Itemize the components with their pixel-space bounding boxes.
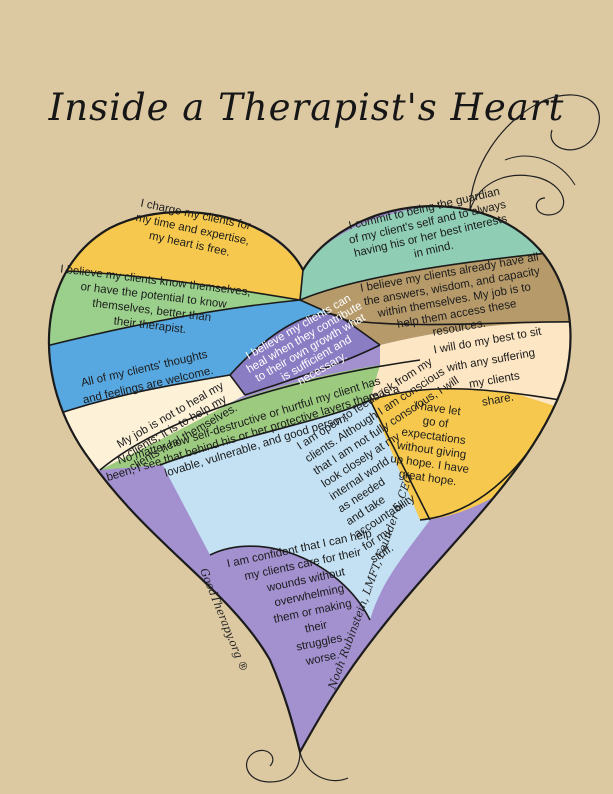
segment-feedback [160, 400, 430, 620]
segment-sit [370, 320, 571, 420]
segment-growth [230, 313, 380, 395]
segment-thoughts [48, 300, 345, 420]
swirl-decoration-2 [504, 155, 576, 186]
segment-line: go of [422, 415, 450, 431]
segment-line: their [304, 619, 329, 635]
segment-answers [300, 250, 571, 345]
tail-swirl-decoration [246, 749, 349, 783]
segment-line: share. [481, 391, 515, 408]
page-title: Inside a Therapist's Heart [48, 86, 565, 129]
segment-nomatter [100, 360, 420, 470]
segment-heal [48, 375, 245, 470]
swirl-decoration [469, 94, 600, 216]
segment-guardian [300, 206, 571, 300]
heart-outline [47, 205, 572, 755]
segment-expectations [370, 388, 560, 520]
